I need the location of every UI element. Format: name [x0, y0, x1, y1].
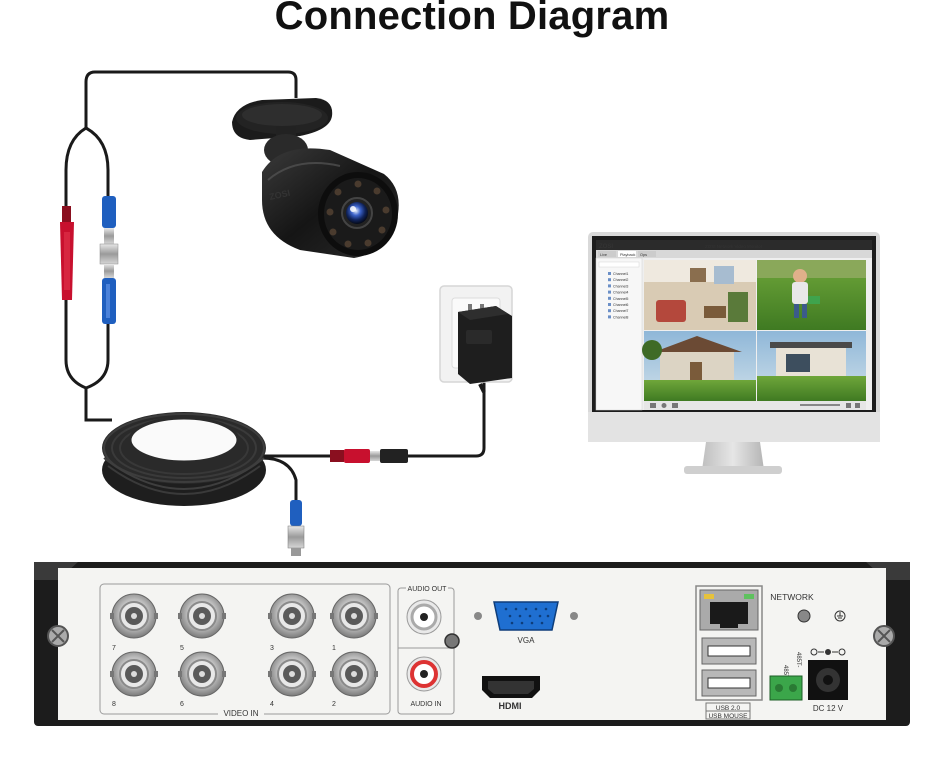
bnc-channel-number: 4 — [270, 701, 274, 708]
bnc-port[interactable] — [330, 593, 378, 639]
bnc-channel-number: 1 — [332, 645, 336, 652]
bnc-port[interactable] — [268, 593, 316, 639]
ground-screw — [444, 633, 460, 649]
bnc-port[interactable] — [268, 651, 316, 697]
camera-icon — [608, 309, 611, 313]
audio-out-port[interactable] — [406, 599, 442, 635]
bnc-port[interactable] — [178, 651, 226, 697]
monitor-sidebar-tabs: Live Playback Ops — [598, 251, 656, 257]
dvr-recorder: 7 5 3 1 8 6 4 2 VIDEO IN AUDIO OUT AUDIO IN — [34, 562, 910, 726]
camera-icon — [608, 284, 611, 288]
dc-polarity-icon — [810, 648, 846, 656]
network-port[interactable] — [699, 589, 759, 631]
usb-mouse-label: USB MOUSE — [708, 713, 748, 720]
camera-icon — [608, 278, 611, 282]
monitor-channel-list: Channel1Channel2Channel3Channel4Channel5… — [598, 261, 640, 319]
camera-icon — [608, 315, 611, 319]
power-adapter — [439, 285, 513, 393]
monitor-tab[interactable] — [638, 251, 656, 257]
rs485-terminal[interactable] — [769, 675, 803, 701]
bnc-port[interactable] — [110, 593, 158, 639]
camera-icon — [608, 303, 611, 306]
monitor-tab-label: Playback — [620, 253, 636, 257]
bnc-channel-number: 2 — [332, 701, 336, 708]
power-connector-pair — [60, 206, 74, 300]
bnc-channel-number: 8 — [112, 701, 116, 708]
vga-port[interactable] — [474, 601, 578, 631]
rs485-plus-label: 485T+ — [782, 665, 788, 683]
dc-power-jack[interactable] — [808, 660, 848, 700]
video-in-bnc-ports: 7 5 3 1 8 6 4 2 — [110, 593, 378, 708]
monitor-app-title: ZOSI Network Video Monitor — [705, 244, 763, 249]
network-label: NETWORK — [770, 592, 814, 602]
hdmi-label: HDMI — [499, 701, 522, 711]
monitor-brand: ZOSI — [599, 244, 613, 250]
dc-label: DC 12 V — [813, 704, 844, 713]
camera-icon — [608, 272, 611, 275]
audio-in-label: AUDIO IN — [410, 701, 441, 708]
bnc-port[interactable] — [330, 651, 378, 697]
svg-text:ZOSI: ZOSI — [268, 188, 291, 202]
diagram-title: Connection Diagram — [274, 0, 670, 38]
monitor-tab[interactable] — [598, 251, 616, 257]
video-in-label: VIDEO IN — [223, 709, 258, 718]
audio-out-label: AUDIO OUT — [408, 586, 448, 593]
coil-power-plug — [330, 449, 408, 463]
ground-symbol — [834, 610, 846, 622]
monitor-tab-label: Ops — [640, 253, 647, 257]
monitor-channel-item[interactable]: Channel4 — [613, 291, 628, 295]
bnc-channel-number: 6 — [180, 701, 184, 708]
camera-icon — [608, 296, 611, 300]
usb-port-top[interactable] — [701, 637, 757, 665]
bnc-channel-number: 7 — [112, 645, 116, 652]
video-connector-pair — [99, 196, 119, 324]
bullet-camera: ZOSI — [232, 98, 399, 258]
monitor-video-grid — [642, 260, 866, 401]
usb-label: USB 2.0 — [716, 705, 741, 712]
vga-label: VGA — [518, 636, 536, 645]
audio-in-port[interactable] — [406, 656, 442, 692]
monitor: ZOSI ZOSI Network Video Monitor Live Play… — [588, 232, 880, 474]
camera-icon — [608, 290, 611, 294]
monitor-channel-item[interactable]: Channel5 — [613, 297, 628, 301]
rack-screws — [47, 625, 895, 647]
hdmi-port[interactable] — [482, 676, 540, 698]
monitor-tab-label: Live — [600, 253, 607, 257]
monitor-channel-item[interactable]: Channel3 — [613, 284, 628, 288]
coil-video-plug — [287, 500, 305, 556]
monitor-channel-item[interactable]: Channel2 — [613, 278, 628, 282]
monitor-search-box[interactable] — [598, 261, 640, 268]
network-screw — [797, 609, 811, 623]
bnc-port[interactable] — [178, 593, 226, 639]
cable-coil — [102, 412, 266, 506]
rs485-minus-label: 485T- — [795, 652, 801, 667]
bnc-channel-number: 3 — [270, 645, 274, 652]
monitor-channel-item[interactable]: Channel6 — [613, 303, 628, 307]
monitor-tab[interactable] — [618, 251, 636, 257]
bnc-port[interactable] — [110, 651, 158, 697]
bnc-channel-number: 5 — [180, 645, 184, 652]
usb-port-bottom[interactable] — [701, 669, 757, 697]
monitor-channel-item[interactable]: Channel8 — [613, 315, 628, 319]
monitor-channel-item[interactable]: Channel7 — [613, 309, 628, 313]
monitor-channel-item[interactable]: Channel1 — [613, 272, 628, 276]
